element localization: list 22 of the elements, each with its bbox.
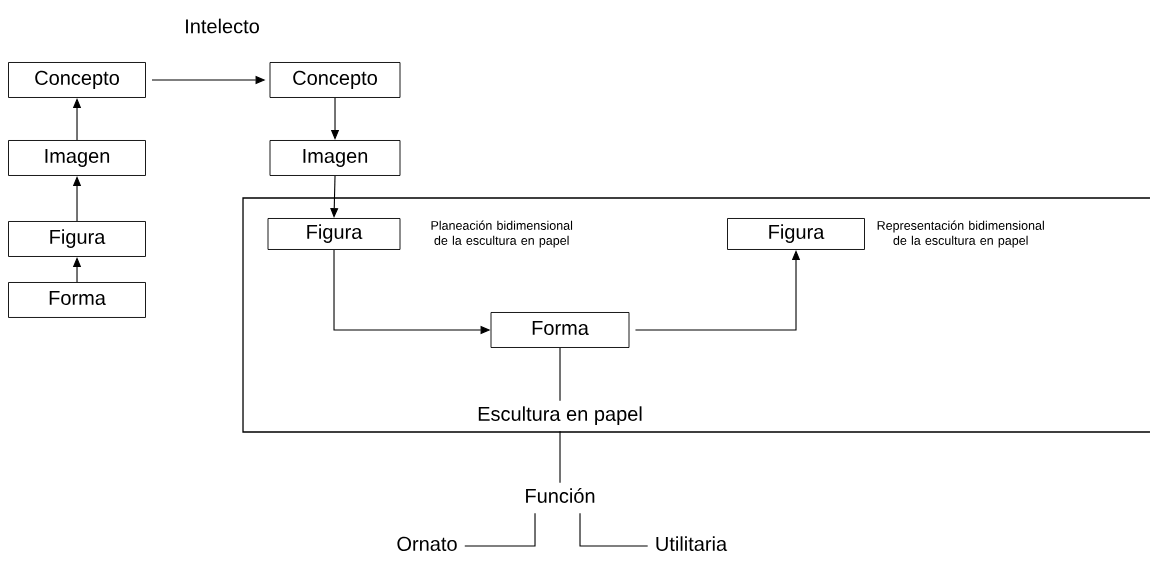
annotation-text: Planeación bidimensional de la escultura en papel: [431, 220, 573, 248]
process-box: Figura: [727, 218, 865, 250]
process-box: Forma: [8, 282, 146, 318]
connector-line: [559, 430, 561, 484]
node-text: Función: [526, 488, 595, 503]
connector-line: [464, 512, 536, 547]
heading-text: Intelecto: [186, 18, 259, 34]
connector-line: [579, 512, 649, 547]
annotation-text: Representación bidimensional de la escultura en papel: [877, 220, 1044, 248]
arrow: [330, 175, 339, 218]
process-box: Figura: [267, 218, 401, 250]
node-text: Utilitaria: [656, 536, 728, 551]
connector-line: [559, 347, 561, 402]
node-text: Ornato: [397, 536, 457, 551]
process-box: Imagen: [269, 140, 401, 176]
node-text: Escultura en papel: [478, 406, 642, 425]
process-box: Forma: [490, 312, 630, 348]
frame-box: [242, 197, 1150, 433]
process-box: Concepto: [269, 62, 401, 98]
process-box: Figura: [8, 221, 146, 257]
process-box: Concepto: [8, 62, 146, 98]
process-box: Imagen: [8, 140, 146, 176]
